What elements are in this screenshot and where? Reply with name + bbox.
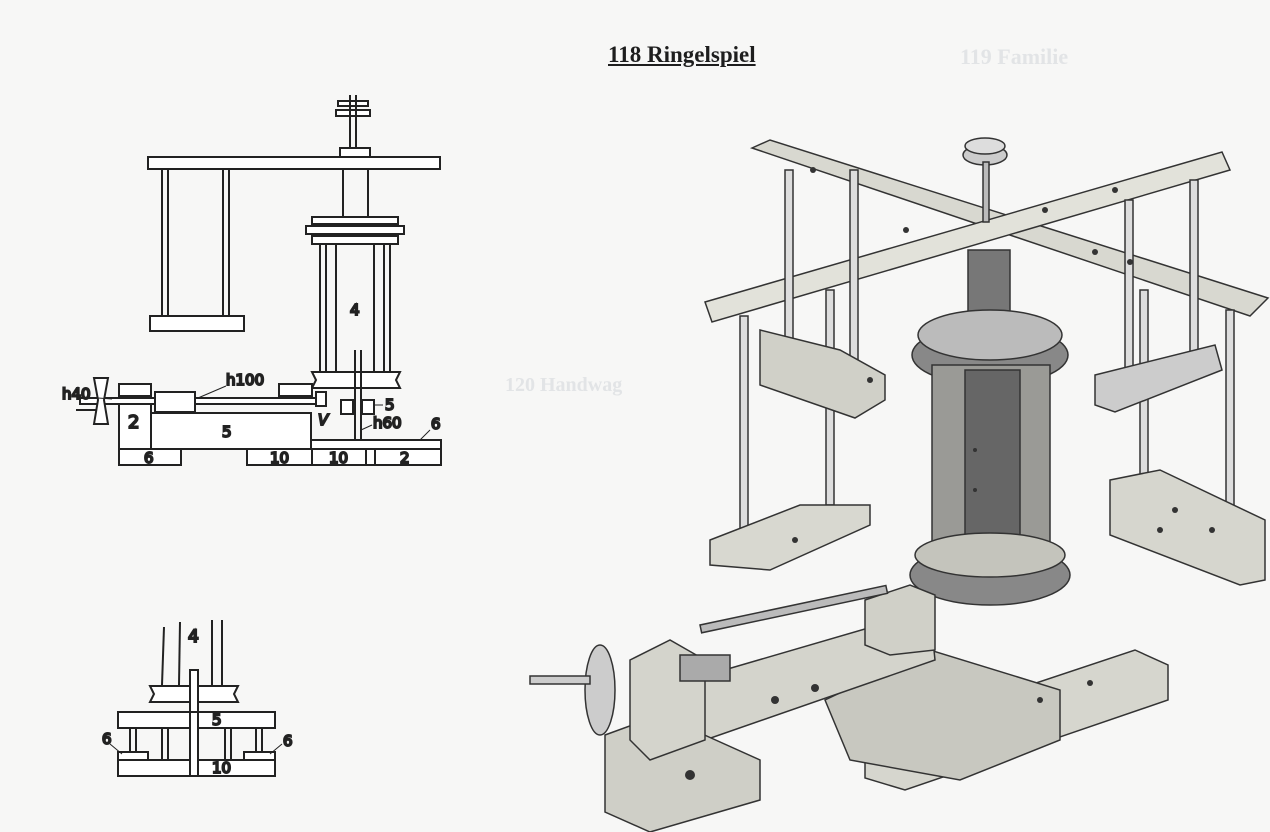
- label-part-4: 4: [350, 301, 360, 319]
- label-h40: h40: [62, 385, 91, 403]
- label-h60: h60: [373, 414, 402, 432]
- label-part-5-beam: 5: [222, 423, 232, 441]
- detail-label-part-10: 10: [212, 759, 231, 777]
- page-title: 118 Ringelspiel: [608, 42, 756, 67]
- bleed-through-heading-119: 119 Familie: [960, 44, 1069, 69]
- label-part-10-a: 10: [270, 449, 289, 467]
- label-part-2-right: 2: [400, 449, 410, 467]
- label-part-5-small: 5: [385, 396, 395, 414]
- label-part-6-right: 6: [431, 415, 441, 433]
- detail-label-part-6-left: 6: [102, 730, 112, 748]
- label-V: V: [318, 411, 330, 429]
- bleed-through-heading-120: 120 Handwag: [505, 374, 623, 396]
- detail-label-part-6-right: 6: [283, 732, 293, 750]
- label-part-10-b: 10: [329, 449, 348, 467]
- label-part-6-left: 6: [144, 449, 154, 467]
- detail-label-part-4: 4: [188, 627, 199, 647]
- label-h100: h100: [226, 371, 264, 389]
- detail-view-drawing: 4 5 6 6 10: [101, 620, 294, 778]
- detail-label-part-5: 5: [212, 711, 222, 729]
- label-part-2: 2: [128, 412, 139, 433]
